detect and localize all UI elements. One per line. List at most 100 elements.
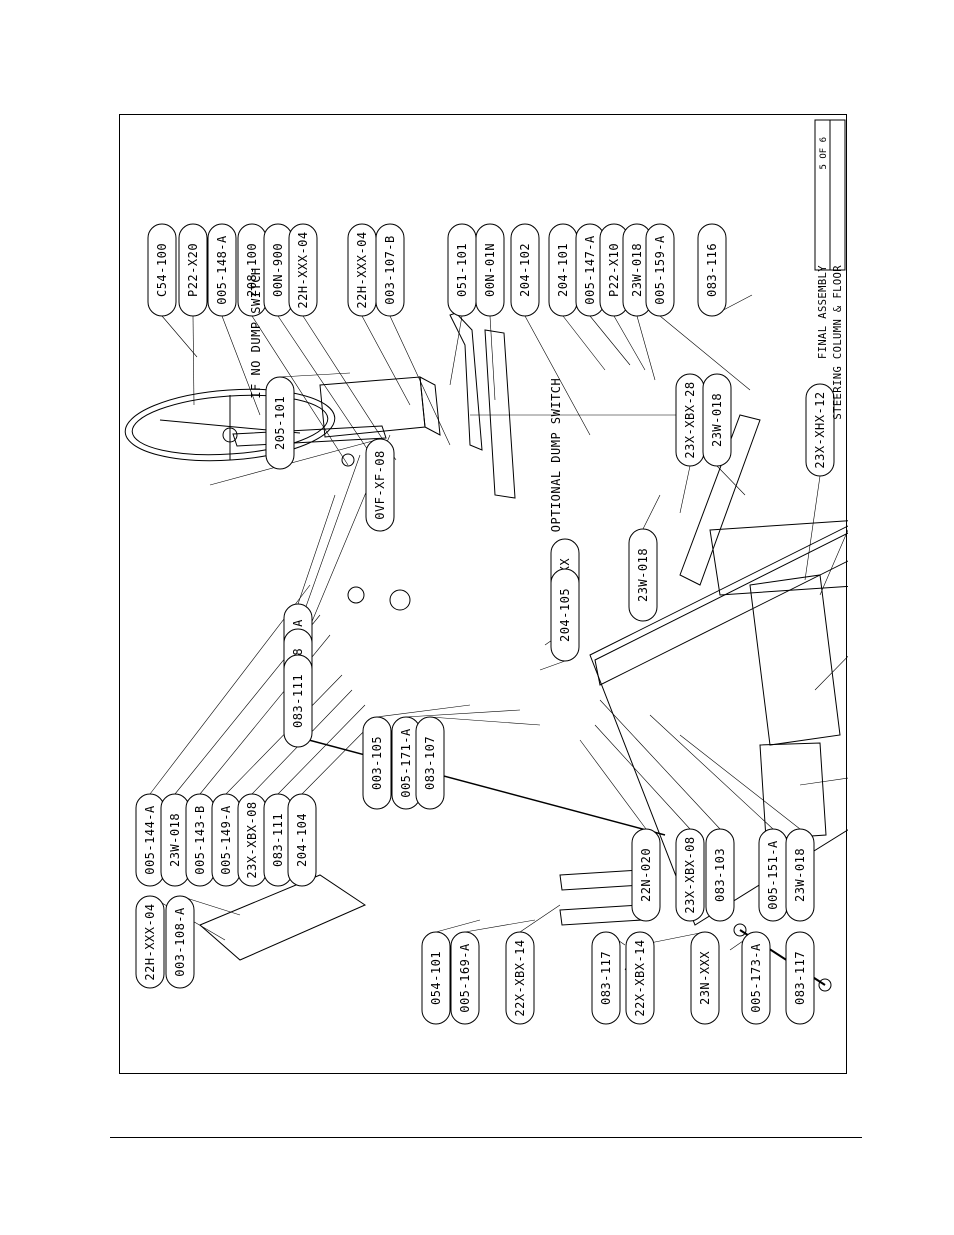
part-number-label: 051-101 — [455, 243, 469, 297]
leader-line — [302, 315, 397, 461]
balloon-outline — [207, 223, 237, 317]
part-balloon: 003-107-B — [375, 223, 405, 317]
part-number-label: 054-101 — [429, 951, 443, 1005]
part-balloon: 051-101 — [447, 223, 477, 317]
part-balloon: 204-105 — [550, 568, 580, 662]
support-bracket-shape — [449, 312, 483, 451]
balloon-outline — [287, 793, 317, 887]
part-number-label: 23X-XBX-08 — [245, 801, 259, 878]
leader-line — [277, 315, 379, 466]
part-number-label: 00N-900 — [271, 243, 285, 297]
part-number-label: 083-103 — [713, 848, 727, 902]
part-balloon: 22X-XBX-14 — [625, 931, 655, 1025]
balloon-outline — [690, 931, 720, 1025]
leader-line — [277, 704, 366, 795]
part-number-label: 23W-018 — [630, 243, 644, 297]
part-number-label: 22H-XXX-04 — [355, 231, 369, 308]
part-balloon: 083-111 — [283, 654, 313, 748]
drag-link-shape — [289, 734, 666, 836]
part-balloon: 005-173-A — [741, 931, 771, 1025]
part-number-label: 005-169-A — [458, 943, 472, 1013]
part-balloon: 23X-XBX-08 — [237, 793, 267, 887]
pad-shape — [559, 869, 643, 891]
part-number-label: 23N-XXX — [698, 951, 712, 1005]
leader-line — [589, 315, 631, 366]
part-number-label: 23X-XBX-08 — [683, 836, 697, 913]
title-block-line2: STEERING COLUMN & FLOOR — [832, 265, 844, 420]
balloon-outline — [505, 931, 535, 1025]
floor-pan-shape — [589, 525, 848, 926]
leader-line — [539, 660, 566, 671]
part-balloon: 005-149-A — [211, 793, 241, 887]
leader-line — [679, 734, 801, 830]
part-number-label: 005-143-B — [193, 805, 207, 875]
part-number-label: 00N-01N — [483, 243, 497, 297]
part-balloon: 005-144-A — [135, 793, 165, 887]
tie-rod-end-shape — [733, 923, 747, 937]
balloon-outline — [591, 931, 621, 1025]
balloon-outline — [450, 931, 480, 1025]
part-number-label: 083-117 — [793, 951, 807, 1005]
leader-line — [594, 724, 691, 830]
part-balloon: 054-101 — [421, 931, 451, 1025]
part-balloon: 204-101 — [548, 223, 578, 317]
balloon-outline — [135, 895, 165, 989]
leader-line — [297, 494, 336, 605]
balloon-outline — [805, 383, 835, 477]
part-balloon: 0VF-XF-08 — [365, 438, 395, 532]
part-number-label: 083-117 — [599, 951, 613, 1005]
part-balloon: 005-143-B — [185, 793, 215, 887]
leader-line — [679, 465, 691, 514]
part-balloon: C54-100 — [147, 223, 177, 317]
balloon-outline — [702, 373, 732, 467]
balloon-outline — [510, 223, 540, 317]
tie-rod-end-shape — [818, 978, 832, 992]
part-number-label: 005-148-A — [215, 235, 229, 305]
part-number-label: 23W-018 — [636, 548, 650, 602]
leader-line — [562, 315, 606, 371]
part-number-label: 22H-XXX-04 — [143, 903, 157, 980]
leader-line — [642, 494, 661, 530]
part-number-label: 005-173-A — [749, 943, 763, 1013]
part-number-label: 204-101 — [556, 243, 570, 297]
part-balloon: 005-148-A — [207, 223, 237, 317]
leader-line — [819, 529, 848, 596]
leader-line — [636, 315, 656, 381]
part-number-label: 204-102 — [518, 243, 532, 297]
leader-line — [179, 895, 241, 916]
part-balloon: 005-159-A — [645, 223, 675, 317]
part-balloon: 208-100 — [237, 223, 267, 317]
part-number-label: 005-151-A — [766, 840, 780, 910]
side-channel-shape — [484, 329, 516, 499]
part-number-label: 208-100 — [245, 243, 259, 297]
leader-line — [489, 315, 496, 401]
leader-line — [251, 315, 349, 466]
leader-line — [613, 315, 646, 371]
leader-line — [209, 438, 381, 486]
leader-line — [579, 739, 647, 830]
balloon-outline — [705, 828, 735, 922]
floor-pan-lip — [594, 532, 848, 686]
part-number-label: 003-108-A — [173, 907, 187, 977]
note-optional-dump-switch: OPTIONAL DUMP SWITCH — [549, 378, 563, 533]
part-number-label: 204-104 — [295, 813, 309, 867]
part-balloon: 23W-018 — [785, 828, 815, 922]
part-balloon: 083-117 — [785, 931, 815, 1025]
leader-line — [279, 372, 351, 378]
part-number-label: 22X-XBX-14 — [513, 939, 527, 1016]
balloon-outline — [697, 223, 727, 317]
note-no-dump-switch: IF NO DUMP SWITCH — [249, 267, 263, 398]
part-balloon: 083-116 — [697, 223, 727, 317]
part-balloon: 005-171-A — [391, 716, 421, 810]
part-number-label: 083-116 — [705, 243, 719, 297]
part-number-label: 005-149-A — [219, 805, 233, 875]
leader-line — [429, 716, 541, 726]
leader-line — [361, 315, 411, 406]
part-balloon: 00N-900 — [263, 223, 293, 317]
part-balloon: 23W-018 — [160, 793, 190, 887]
leader-line — [599, 699, 721, 830]
balloon-outline — [165, 895, 195, 989]
